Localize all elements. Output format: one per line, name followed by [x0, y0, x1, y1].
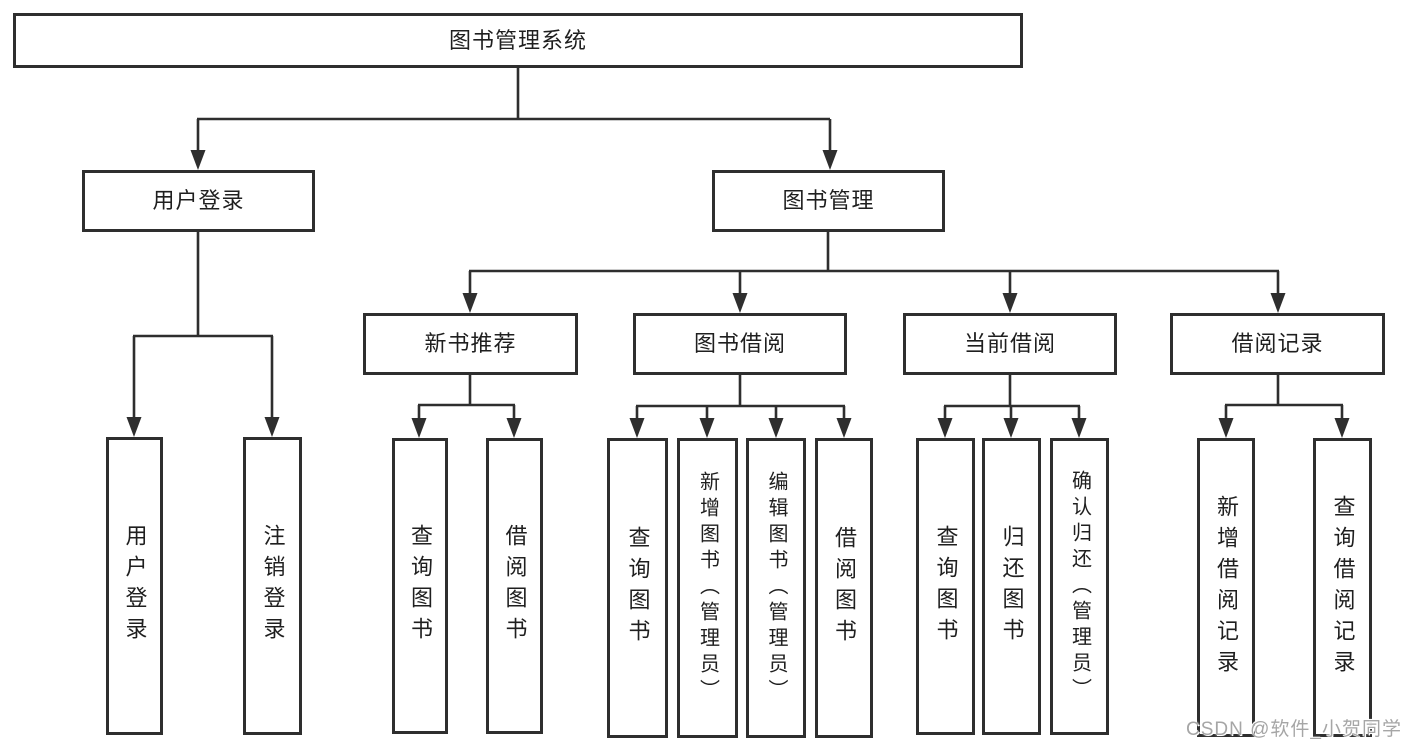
- leaf-add-book-admin: 新增图书（管理员）: [677, 438, 738, 738]
- leaf-borrow-book-2: 借阅图书: [815, 438, 873, 738]
- node-book-borrow: 图书借阅: [633, 313, 847, 375]
- leaf-logout: 注销登录: [243, 437, 302, 735]
- leaf-edit-book-admin: 编辑图书（管理员）: [746, 438, 806, 738]
- leaf-query-book-1: 查询图书: [392, 438, 448, 734]
- leaf-add-borrow-record: 新增借阅记录: [1197, 438, 1255, 737]
- node-borrow-record: 借阅记录: [1170, 313, 1385, 375]
- leaf-confirm-return-admin: 确认归还（管理员）: [1050, 438, 1109, 735]
- node-current-borrow: 当前借阅: [903, 313, 1117, 375]
- leaf-return-book: 归还图书: [982, 438, 1041, 735]
- leaf-query-borrow-record: 查询借阅记录: [1313, 438, 1372, 737]
- leaf-user-login: 用户登录: [106, 437, 163, 735]
- leaf-query-book-2: 查询图书: [607, 438, 668, 738]
- leaf-borrow-book-1: 借阅图书: [486, 438, 543, 734]
- node-user-login: 用户登录: [82, 170, 315, 232]
- node-book-management: 图书管理: [712, 170, 945, 232]
- node-root: 图书管理系统: [13, 13, 1023, 68]
- arrowheads: [126, 150, 1350, 438]
- node-new-book-recommend: 新书推荐: [363, 313, 578, 375]
- leaf-query-book-3: 查询图书: [916, 438, 975, 735]
- csdn-watermark: CSDN @软件_小贺同学: [1186, 719, 1402, 740]
